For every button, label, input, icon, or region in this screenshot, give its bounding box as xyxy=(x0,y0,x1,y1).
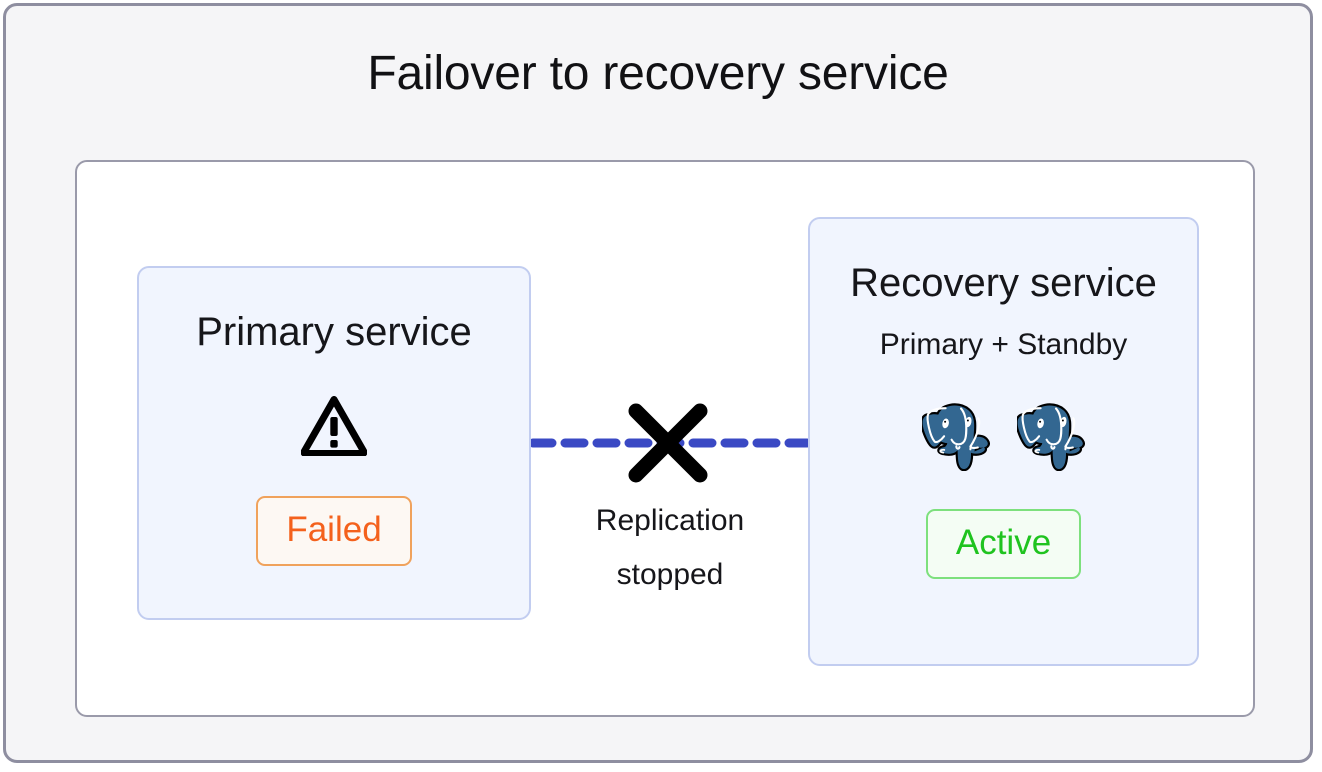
primary-service-box[interactable]: Primary service Failed xyxy=(137,266,531,620)
status-badge-active[interactable]: Active xyxy=(925,509,1082,579)
replication-label-line-2: stopped xyxy=(616,558,724,591)
postgres-node-row xyxy=(922,399,1085,471)
recovery-service-box[interactable]: Recovery service Primary + Standby xyxy=(808,217,1199,666)
postgresql-elephant-icon xyxy=(922,403,990,471)
warning-triangle-icon xyxy=(301,396,367,456)
status-badge-failed[interactable]: Failed xyxy=(256,496,412,566)
page-title: Failover to recovery service xyxy=(367,47,949,100)
replication-label-line-1: Replication xyxy=(595,504,745,537)
diagram-frame: Failover to recovery service Primary ser… xyxy=(3,3,1313,763)
recovery-service-title: Recovery service xyxy=(850,261,1157,305)
replication-status-label: Replication stopped xyxy=(531,494,809,602)
postgresql-elephant-icon xyxy=(1017,403,1085,471)
primary-service-title: Primary service xyxy=(196,310,472,354)
x-cross-icon xyxy=(628,403,708,483)
recovery-service-subtitle: Primary + Standby xyxy=(879,328,1128,361)
diagram-panel: Primary service Failed Replication stopp… xyxy=(75,160,1255,717)
